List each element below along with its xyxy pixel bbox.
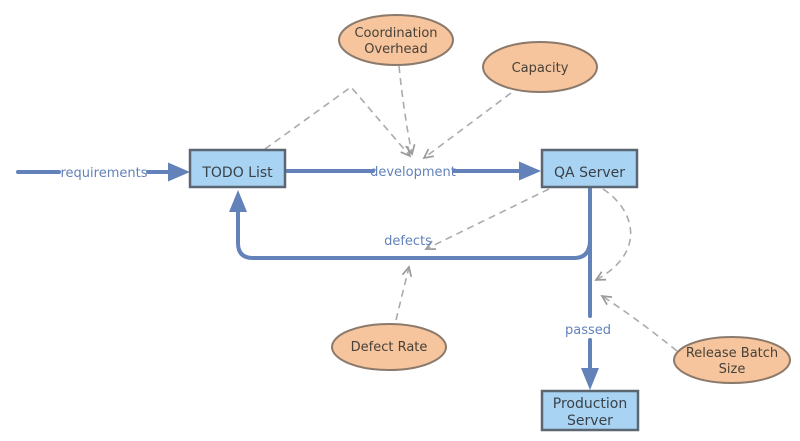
defects-flow-label: defects xyxy=(384,234,432,249)
coordination-overhead-ellipse xyxy=(338,14,454,66)
influence-qa-server-to-defects-arrow xyxy=(424,188,550,250)
production-server-node: Production Server xyxy=(540,389,640,432)
todo-list-node: TODO List xyxy=(188,148,287,189)
qa-server-box xyxy=(540,148,639,189)
requirements-flow: requirements xyxy=(16,162,190,182)
capacity-label: Capacity xyxy=(512,61,569,76)
defects-flow: defects xyxy=(229,190,592,260)
development-flow: development xyxy=(284,161,541,181)
requirements-flow-label: requirements xyxy=(61,166,148,181)
todo-list-label: TODO List xyxy=(201,165,273,181)
influence-defect-rate-to-defects-arrow xyxy=(395,265,413,321)
defect-rate-node: Defect Rate xyxy=(331,323,447,371)
release-batch-size-node: Release Batch Size xyxy=(673,336,791,384)
influence-release-batch-size-to-passed-arrow xyxy=(600,294,678,352)
influence-todo-list-to-development-arrow xyxy=(264,85,412,158)
production-server-label: Server xyxy=(567,413,613,429)
development-arrowhead-icon xyxy=(519,161,541,181)
qa-server-node: QA Server xyxy=(540,148,639,189)
requirements-arrowhead-icon xyxy=(168,162,190,182)
influence-coordination-overhead-to-development-arrow xyxy=(398,65,416,156)
development-flow-label: development xyxy=(370,165,456,180)
defect-rate-ellipse xyxy=(331,323,447,371)
coordination-overhead-label: Overhead xyxy=(364,42,428,57)
passed-flow: passed xyxy=(565,187,611,390)
release-batch-size-ellipse xyxy=(673,336,791,384)
flow-arrows: requirements development defects passe xyxy=(16,161,611,390)
production-server-label: Production xyxy=(553,396,627,412)
passed-flow-label: passed xyxy=(565,323,611,338)
qa-server-label: QA Server xyxy=(554,165,625,181)
influence-arrows xyxy=(264,65,678,352)
todo-list-box xyxy=(188,148,287,189)
release-batch-size-label: Size xyxy=(719,362,746,377)
coordination-overhead-label: Coordination xyxy=(354,26,437,41)
release-batch-size-label: Release Batch xyxy=(686,346,778,361)
influence-capacity-to-development-arrow xyxy=(422,92,512,160)
influence-qa-server-to-passed-arrow xyxy=(594,188,632,281)
capacity-ellipse xyxy=(482,41,598,93)
defects-arrowhead-icon xyxy=(229,190,247,212)
defect-rate-label: Defect Rate xyxy=(351,340,428,355)
coordination-overhead-node: Coordination Overhead xyxy=(338,14,454,66)
passed-arrowhead-icon xyxy=(581,368,599,390)
capacity-node: Capacity xyxy=(482,41,598,93)
production-server-box xyxy=(540,389,640,432)
